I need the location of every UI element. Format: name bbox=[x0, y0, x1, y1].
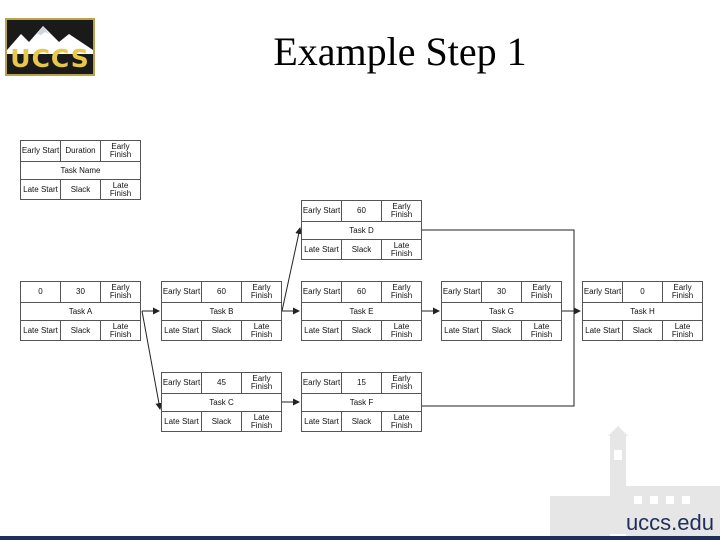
task-node-a: 0 30 Early Finish Task A Late Start Slac… bbox=[20, 281, 141, 341]
task-node-c: Early Start 45 Early Finish Task C Late … bbox=[161, 372, 282, 432]
slack-label: Slack bbox=[61, 180, 101, 199]
late-finish: Late Finish bbox=[663, 321, 702, 340]
legend-node: Early Start Duration Early Finish Task N… bbox=[20, 140, 141, 200]
late-start: Late Start bbox=[162, 321, 202, 340]
early-start-label: Early Start bbox=[21, 141, 61, 162]
slack: Slack bbox=[482, 321, 522, 340]
late-start-label: Late Start bbox=[21, 180, 61, 199]
early-start: Early Start bbox=[162, 373, 202, 394]
slack: Slack bbox=[342, 412, 382, 431]
late-start: Late Start bbox=[583, 321, 623, 340]
duration: 45 bbox=[202, 373, 242, 394]
task-name: Task C bbox=[162, 394, 281, 412]
arrow-b-to-d bbox=[282, 228, 300, 311]
early-start: Early Start bbox=[442, 282, 482, 303]
late-start: Late Start bbox=[162, 412, 202, 431]
early-finish: Early Finish bbox=[382, 282, 421, 303]
late-start: Late Start bbox=[21, 321, 61, 340]
task-name: Task E bbox=[302, 303, 421, 321]
slack: Slack bbox=[202, 321, 242, 340]
task-name: Task G bbox=[442, 303, 561, 321]
early-finish: Early Finish bbox=[101, 282, 140, 303]
late-finish: Late Finish bbox=[382, 240, 421, 259]
late-start: Late Start bbox=[302, 321, 342, 340]
duration-label: Duration bbox=[61, 141, 101, 162]
task-name: Task D bbox=[302, 222, 421, 240]
late-finish: Late Finish bbox=[522, 321, 561, 340]
early-start: Early Start bbox=[583, 282, 623, 303]
late-finish: Late Finish bbox=[382, 412, 421, 431]
task-name: Task A bbox=[21, 303, 140, 321]
early-finish-label: Early Finish bbox=[101, 141, 140, 162]
task-node-g: Early Start 30 Early Finish Task G Late … bbox=[441, 281, 562, 341]
slack: Slack bbox=[342, 240, 382, 259]
task-name-label: Task Name bbox=[21, 162, 140, 180]
duration: 15 bbox=[342, 373, 382, 394]
early-finish: Early Finish bbox=[663, 282, 702, 303]
late-finish: Late Finish bbox=[382, 321, 421, 340]
early-finish: Early Finish bbox=[242, 282, 281, 303]
duration: 0 bbox=[623, 282, 663, 303]
early-start: 0 bbox=[21, 282, 61, 303]
slack: Slack bbox=[623, 321, 663, 340]
arrow-a-to-c bbox=[142, 311, 160, 409]
task-node-b: Early Start 60 Early Finish Task B Late … bbox=[161, 281, 282, 341]
task-node-f: Early Start 15 Early Finish Task F Late … bbox=[301, 372, 422, 432]
late-start: Late Start bbox=[302, 412, 342, 431]
early-finish: Early Finish bbox=[382, 373, 421, 394]
slack: Slack bbox=[342, 321, 382, 340]
task-name: Task B bbox=[162, 303, 281, 321]
slack: Slack bbox=[61, 321, 101, 340]
duration: 60 bbox=[202, 282, 242, 303]
duration: 60 bbox=[342, 282, 382, 303]
late-finish-label: Late Finish bbox=[101, 180, 140, 199]
early-start: Early Start bbox=[302, 282, 342, 303]
late-finish: Late Finish bbox=[101, 321, 140, 340]
duration: 30 bbox=[482, 282, 522, 303]
task-node-h: Early Start 0 Early Finish Task H Late S… bbox=[582, 281, 703, 341]
footer-url: uccs.edu bbox=[626, 510, 714, 536]
early-start: Early Start bbox=[162, 282, 202, 303]
early-finish: Early Finish bbox=[522, 282, 561, 303]
early-finish: Early Finish bbox=[382, 201, 421, 222]
early-start: Early Start bbox=[302, 373, 342, 394]
late-finish: Late Finish bbox=[242, 412, 281, 431]
early-start: Early Start bbox=[302, 201, 342, 222]
late-start: Late Start bbox=[302, 240, 342, 259]
late-start: Late Start bbox=[442, 321, 482, 340]
slack: Slack bbox=[202, 412, 242, 431]
task-node-d: Early Start 60 Early Finish Task D Late … bbox=[301, 200, 422, 260]
task-node-e: Early Start 60 Early Finish Task E Late … bbox=[301, 281, 422, 341]
task-name: Task H bbox=[583, 303, 702, 321]
late-finish: Late Finish bbox=[242, 321, 281, 340]
duration: 60 bbox=[342, 201, 382, 222]
footer-bar bbox=[0, 536, 720, 540]
task-name: Task F bbox=[302, 394, 421, 412]
early-finish: Early Finish bbox=[242, 373, 281, 394]
duration: 30 bbox=[61, 282, 101, 303]
